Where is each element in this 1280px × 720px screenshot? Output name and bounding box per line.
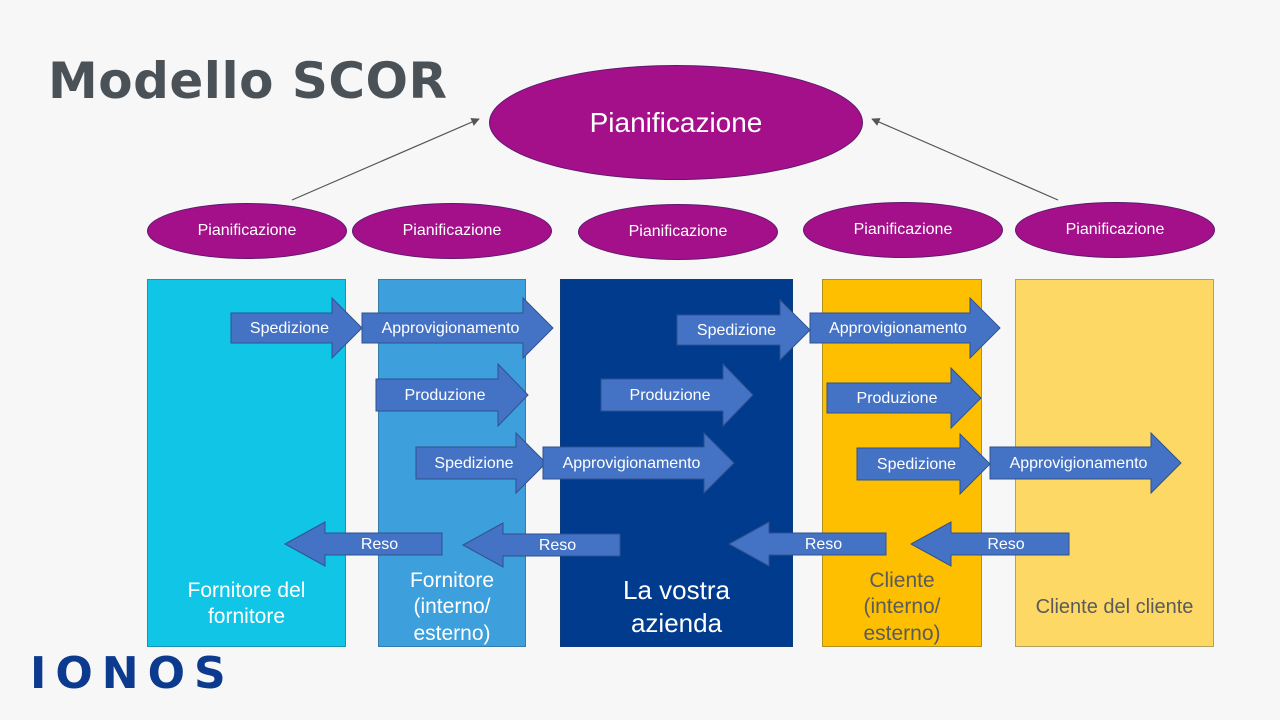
arrow-label: Spedizione	[877, 456, 956, 473]
process-arrow: Approvigionamento	[809, 296, 1001, 360]
connector-line-left	[291, 118, 480, 201]
planning-label: Pianificazione	[853, 221, 953, 238]
arrow-label: Spedizione	[434, 455, 513, 472]
arrow-label: Reso	[805, 536, 842, 553]
ionos-logo: IONOS	[30, 648, 235, 699]
planning-label: Pianificazione	[402, 222, 502, 239]
arrow-label: Approvigionamento	[829, 320, 967, 337]
planning-label: Pianificazione	[197, 222, 297, 239]
top-planning-label: Pianificazione	[589, 106, 763, 138]
arrow-shape	[283, 521, 443, 567]
process-arrow: Reso	[727, 521, 887, 567]
arrow-shape	[856, 432, 991, 496]
process-arrow: Approvigionamento	[542, 431, 735, 495]
process-arrow: Produzione	[826, 366, 982, 430]
arrow-label: Spedizione	[250, 320, 329, 337]
planning-ellipse: Pianificazione	[803, 202, 1003, 258]
arrow-shape	[230, 296, 363, 360]
process-arrow: Approvigionamento	[989, 431, 1182, 495]
arrow-shape	[727, 521, 887, 567]
process-arrow: Spedizione	[230, 296, 363, 360]
planning-label: Pianificazione	[628, 223, 728, 240]
top-planning-ellipse: Pianificazione	[489, 65, 863, 180]
page-title: Modello SCOR	[48, 52, 448, 110]
arrow-label: Approvigionamento	[1010, 455, 1148, 472]
arrow-shape	[461, 522, 621, 568]
arrow-label: Approvigionamento	[563, 455, 701, 472]
arrow-label: Reso	[987, 536, 1024, 553]
process-arrow: Reso	[909, 521, 1070, 567]
arrow-label: Approvigionamento	[382, 320, 520, 337]
column-label: La vostra azienda	[623, 575, 730, 638]
process-arrow: Approvigionamento	[361, 296, 554, 360]
arrow-shape	[600, 362, 754, 428]
process-arrow: Reso	[283, 521, 443, 567]
process-arrow: Spedizione	[676, 298, 811, 362]
arrow-shape	[361, 296, 554, 360]
column-label: Cliente (interno/ esterno)	[863, 569, 941, 645]
process-arrow: Reso	[461, 522, 621, 568]
planning-label: Pianificazione	[1065, 221, 1165, 238]
arrow-shape	[909, 521, 1070, 567]
arrow-shape	[809, 296, 1001, 360]
arrow-label: Produzione	[405, 387, 486, 404]
arrow-label: Spedizione	[697, 322, 776, 339]
arrow-label: Reso	[361, 536, 398, 553]
process-arrow: Spedizione	[856, 432, 991, 496]
column-label: Fornitore del fornitore	[187, 579, 306, 629]
arrow-shape	[826, 366, 982, 430]
planning-ellipse: Pianificazione	[147, 203, 347, 259]
process-arrow: Produzione	[375, 362, 529, 428]
arrow-label: Reso	[539, 537, 576, 554]
arrow-label: Produzione	[857, 390, 938, 407]
arrow-label: Produzione	[630, 387, 711, 404]
planning-ellipse: Pianificazione	[578, 204, 778, 260]
connector-line-right	[871, 118, 1059, 201]
planning-ellipse: Pianificazione	[1015, 202, 1215, 258]
process-arrow: Produzione	[600, 362, 754, 428]
arrow-shape	[676, 298, 811, 362]
arrow-shape	[542, 431, 735, 495]
arrow-shape	[415, 431, 547, 495]
column-label: Cliente del cliente	[1035, 596, 1194, 618]
planning-ellipse: Pianificazione	[352, 203, 552, 259]
arrow-shape	[375, 362, 529, 428]
arrow-shape	[989, 431, 1182, 495]
process-arrow: Spedizione	[415, 431, 547, 495]
column-label: Fornitore (interno/ esterno)	[409, 569, 495, 645]
